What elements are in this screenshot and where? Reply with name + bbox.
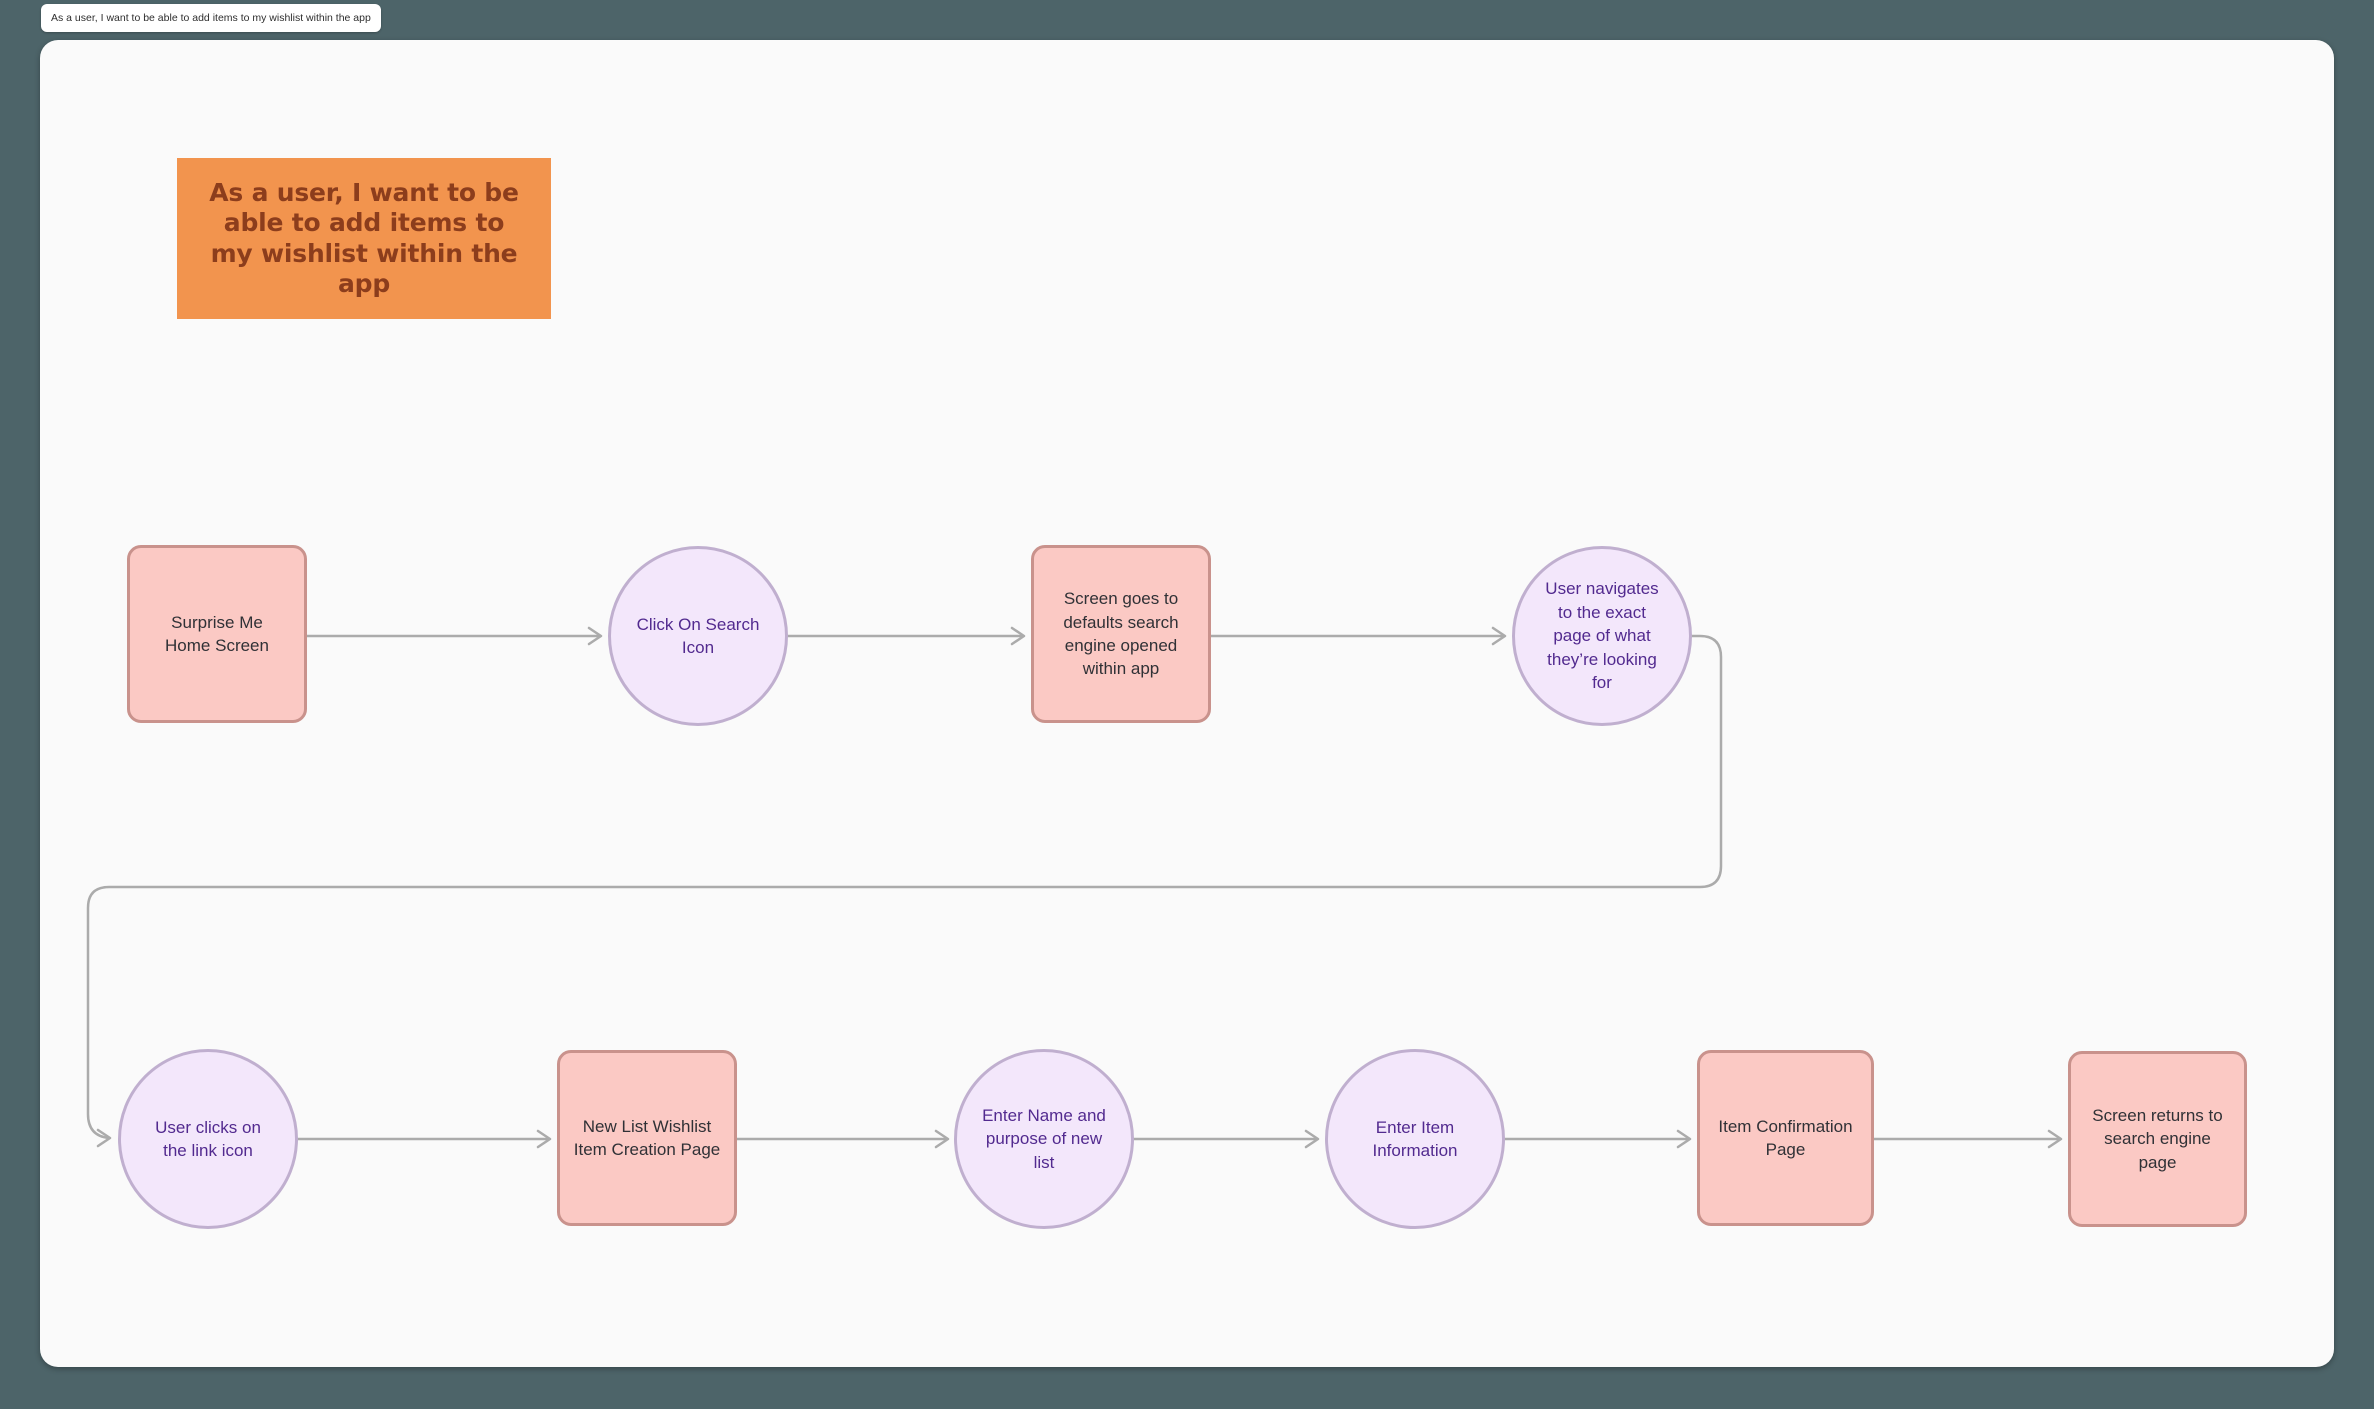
flow-node-label: Item Confirmation Page bbox=[1718, 1116, 1853, 1159]
flow-node-user-clicks-link-icon[interactable]: User clicks on the link icon bbox=[118, 1049, 298, 1229]
flow-node-item-confirmation-page[interactable]: Item Confirmation Page bbox=[1697, 1050, 1874, 1226]
flow-node-label: Click On Search Icon bbox=[636, 614, 760, 657]
flow-node-label: Screen goes to defaults search engine op… bbox=[1063, 589, 1179, 679]
flow-node-click-on-search-icon[interactable]: Click On Search Icon bbox=[608, 546, 788, 726]
flow-node-enter-item-information[interactable]: Enter Item Information bbox=[1325, 1049, 1505, 1229]
flow-node-search-engine-opened[interactable]: Screen goes to defaults search engine op… bbox=[1031, 545, 1211, 723]
flow-node-label: Surprise Me Home Screen bbox=[165, 612, 269, 655]
flow-node-label: Enter Item Information bbox=[1372, 1117, 1458, 1160]
flow-node-surprise-me-home-screen[interactable]: Surprise Me Home Screen bbox=[127, 545, 307, 723]
flow-node-screen-returns-search[interactable]: Screen returns to search engine page bbox=[2068, 1051, 2247, 1227]
flow-node-label: New List Wishlist Item Creation Page bbox=[573, 1116, 721, 1159]
document-title-tab[interactable]: As a user, I want to be able to add item… bbox=[41, 4, 381, 32]
flow-node-label: Enter Name and purpose of new list bbox=[982, 1105, 1106, 1172]
flow-node-label: Screen returns to search engine page bbox=[2092, 1105, 2223, 1172]
user-story-text: As a user, I want to be able to add item… bbox=[209, 177, 519, 299]
flow-node-label: User navigates to the exact page of what… bbox=[1545, 579, 1659, 693]
user-story-sticky-note[interactable]: As a user, I want to be able to add item… bbox=[177, 158, 551, 319]
flow-node-label: User clicks on the link icon bbox=[155, 1117, 261, 1160]
flow-node-enter-name-purpose[interactable]: Enter Name and purpose of new list bbox=[954, 1049, 1134, 1229]
connector-navigate-to-link-icon[interactable] bbox=[86, 634, 1723, 1148]
flow-node-user-navigates-page[interactable]: User navigates to the exact page of what… bbox=[1512, 546, 1692, 726]
flow-node-new-list-creation-page[interactable]: New List Wishlist Item Creation Page bbox=[557, 1050, 737, 1226]
